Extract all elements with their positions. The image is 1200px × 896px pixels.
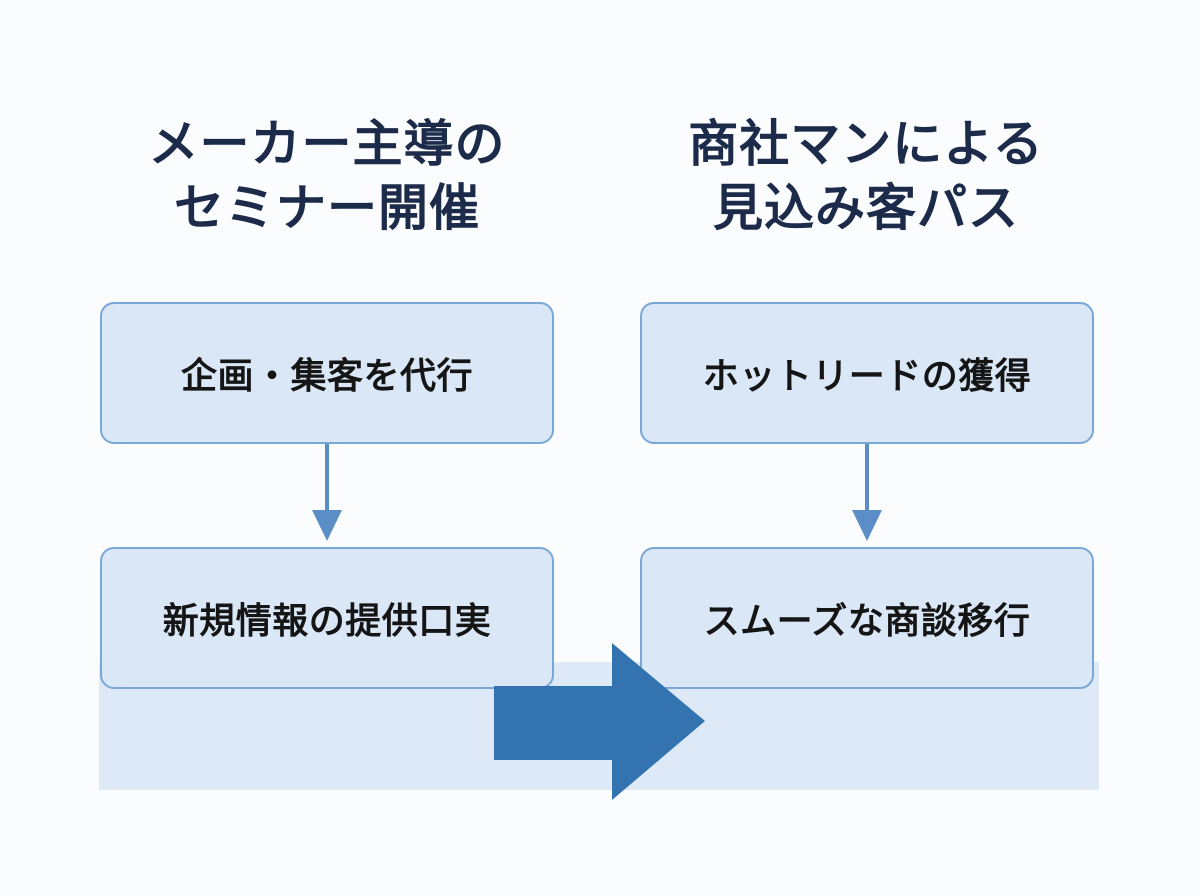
right-step-1-box: ホットリードの獲得 bbox=[640, 302, 1094, 444]
right-title-line-2: 見込み客パス bbox=[713, 179, 1019, 237]
left-step-2-box: 新規情報の提供口実 bbox=[100, 547, 554, 689]
right-down-arrow-head bbox=[852, 510, 882, 541]
right-column-title: 商社マンによる 見込み客パス bbox=[636, 112, 1096, 240]
right-title-line-1: 商社マンによる bbox=[688, 115, 1044, 173]
left-title-line-1: メーカー主導の bbox=[148, 115, 506, 173]
right-down-arrow bbox=[852, 444, 882, 541]
left-step-1-label: 企画・集客を代行 bbox=[180, 356, 473, 397]
left-step-1-box: 企画・集客を代行 bbox=[100, 302, 554, 444]
left-down-arrow-head bbox=[312, 510, 342, 541]
right-step-2-label: スムーズな商談移行 bbox=[703, 601, 1031, 642]
right-step-2-box: スムーズな商談移行 bbox=[640, 547, 1094, 689]
left-title-line-2: セミナー開催 bbox=[174, 179, 480, 237]
transition-arrow bbox=[494, 643, 705, 800]
right-step-1-label: ホットリードの獲得 bbox=[702, 356, 1032, 397]
left-column-title: メーカー主導の セミナー開催 bbox=[97, 112, 557, 240]
left-down-arrow bbox=[312, 444, 342, 541]
left-step-2-label: 新規情報の提供口実 bbox=[162, 601, 492, 642]
